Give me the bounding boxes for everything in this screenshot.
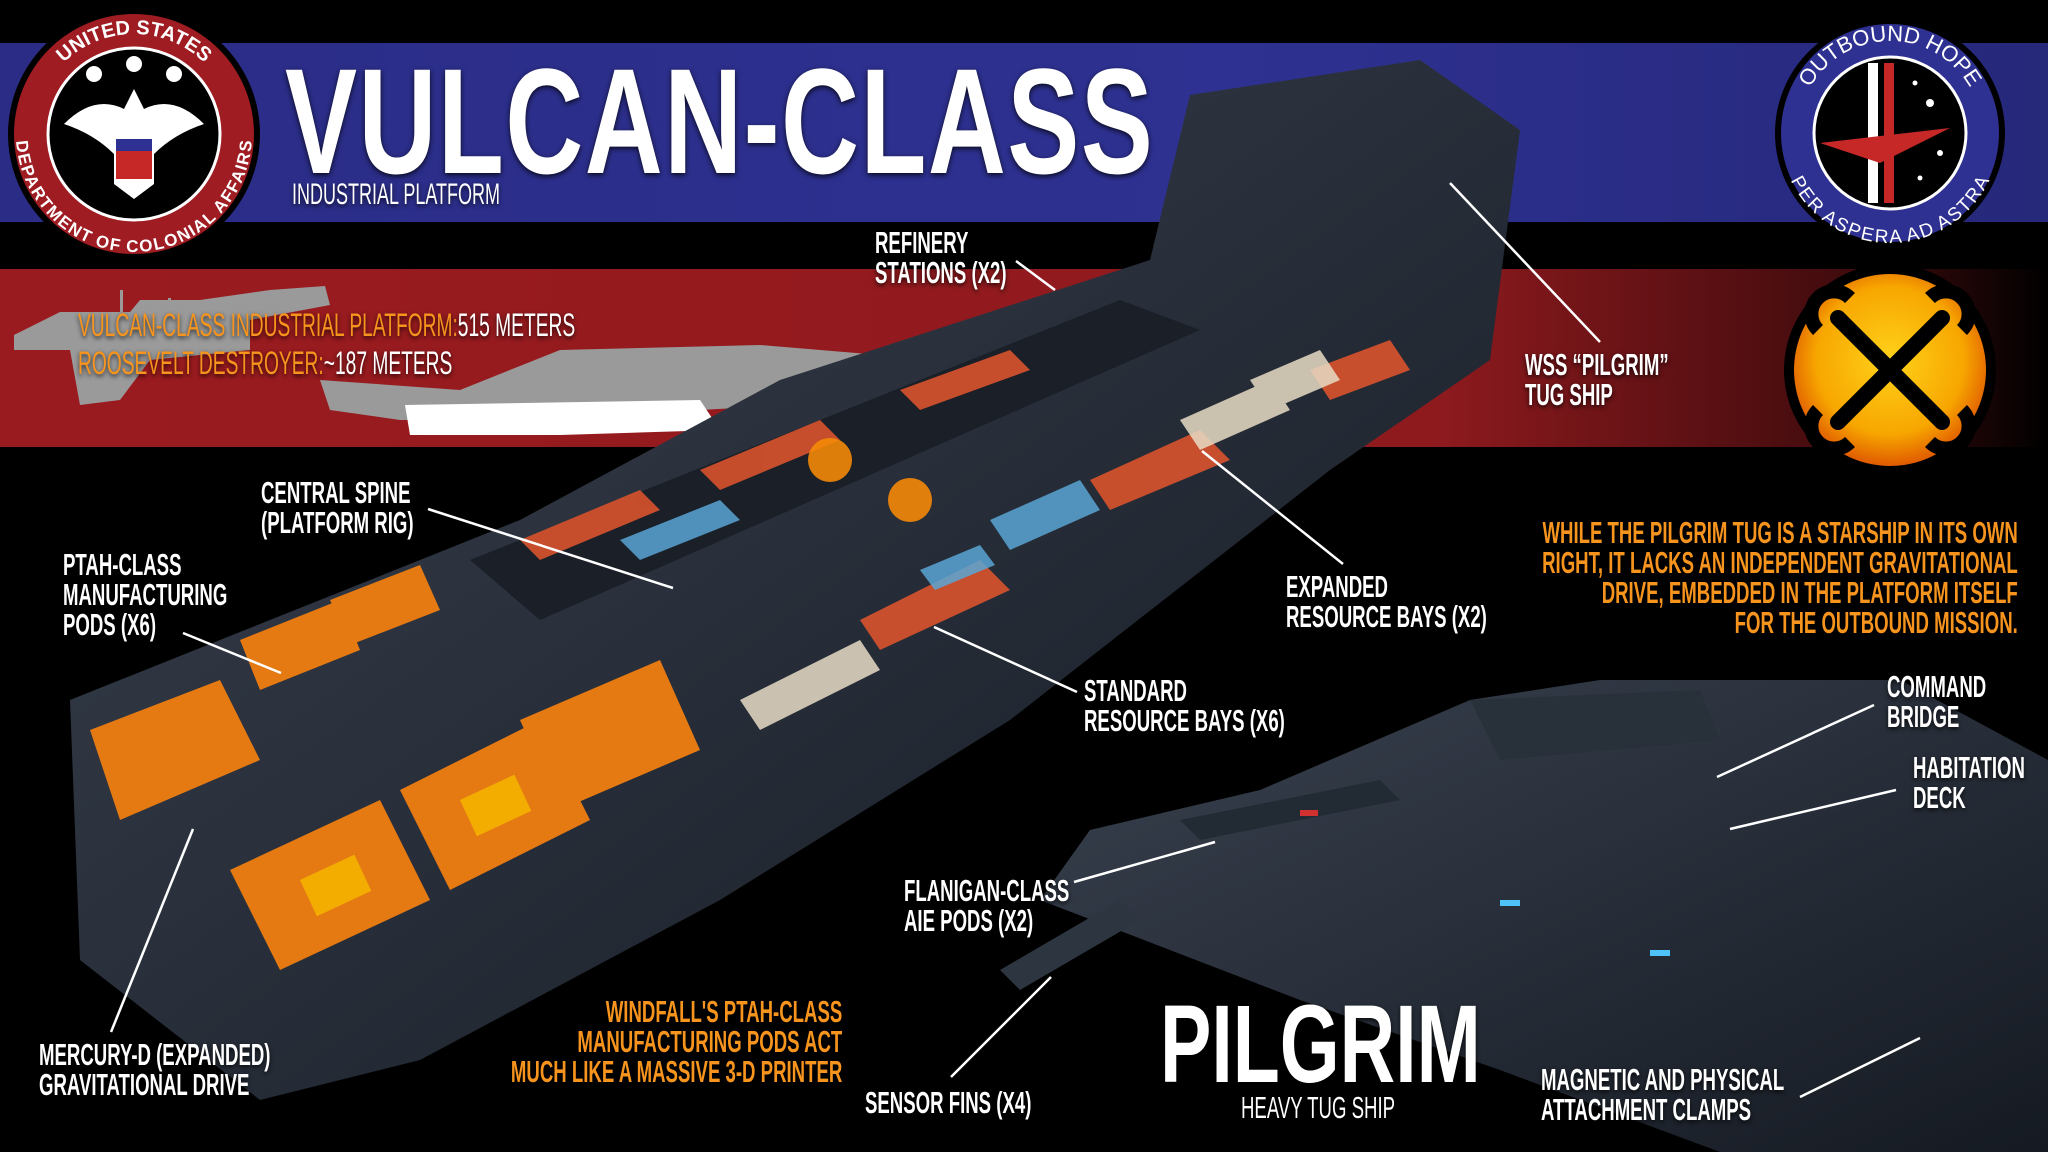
callout-central-spine: CENTRAL SPINE(PLATFORM RIG) xyxy=(261,475,414,540)
vulcan-platform-render xyxy=(70,60,1520,1100)
leader-lines xyxy=(109,182,1921,1099)
callout-mercury-drive: MERCURY-D (EXPANDED)GRAVITATIONAL DRIVE xyxy=(39,1037,271,1102)
comparison-label: VULCAN-CLASS INDUSTRIAL PLATFORM: xyxy=(78,307,458,343)
pilgrim-tug-render xyxy=(1000,680,2048,1152)
pilgrim-title: PILGRIM xyxy=(1160,983,1481,1106)
note-pilgrim: WHILE THE PILGRIM TUG IS A STARSHIP IN I… xyxy=(1542,515,2018,640)
callout-tug-ship: WSS “PILGRIM”TUG SHIP xyxy=(1525,347,1669,412)
comparison-value: ~187 METERS xyxy=(323,345,453,381)
department-seal-logo: UNITED STATES DEPARTMENT OF COLONIAL AFF… xyxy=(8,8,260,260)
callout-sensor-fins: SENSOR FINS (x4) xyxy=(865,1085,1032,1120)
pilgrim-subtitle: HEAVY TUG SHIP xyxy=(1241,1090,1396,1125)
title-band xyxy=(0,43,2048,222)
crossed-wrenches-icon xyxy=(1784,264,1996,476)
comparison-row-vulcan: VULCAN-CLASS INDUSTRIAL PLATFORM:515 MET… xyxy=(78,307,907,343)
comparison-label: ROOSEVELT DESTROYER: xyxy=(78,345,324,381)
outbound-hope-logo: OUTBOUND HOPE PER ASPERA AD ASTRA xyxy=(1775,18,2005,248)
page-subtitle: INDUSTRIAL PLATFORM xyxy=(292,178,501,211)
page-title: VULCAN-CLASS xyxy=(285,37,1155,205)
comparison-value: 515 METERS xyxy=(457,307,576,343)
comparison-row-roosevelt: ROOSEVELT DESTROYER:~187 METERS xyxy=(78,345,702,381)
